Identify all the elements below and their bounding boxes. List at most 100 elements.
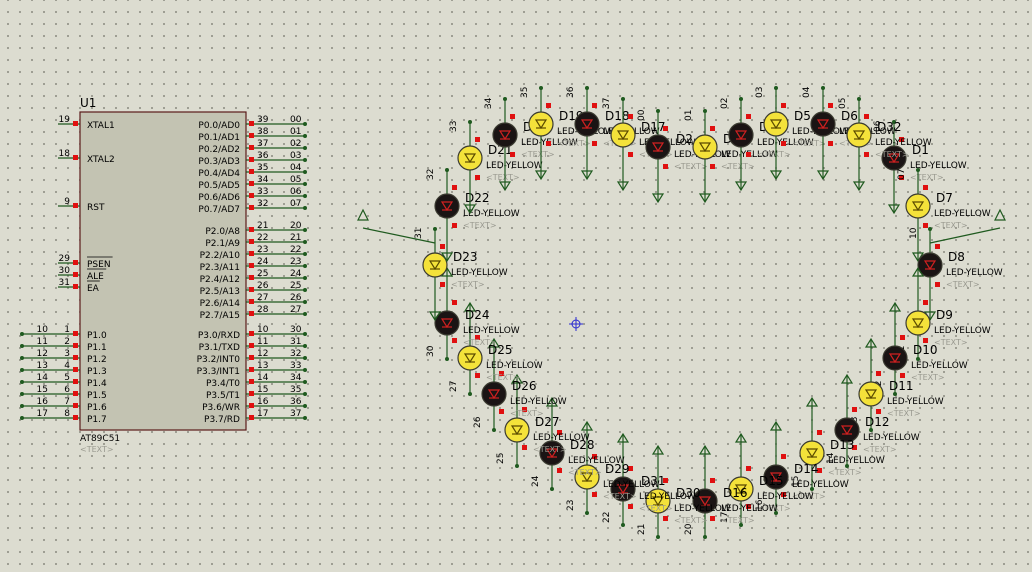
led-text-template: <TEXT> <box>568 468 602 477</box>
net-label: 03 <box>290 151 301 161</box>
pin-number: 8 <box>64 409 70 419</box>
mcu-body[interactable] <box>79 111 247 431</box>
led-body-icon[interactable] <box>882 345 908 371</box>
pin-marker <box>73 260 78 265</box>
led-body-icon[interactable] <box>481 381 507 407</box>
led-net-label: 25 <box>496 453 506 464</box>
led-net-label: 06 <box>873 120 883 132</box>
led-ref-label: D17 <box>641 120 666 134</box>
power-terminal-icon <box>580 420 594 431</box>
led-net-label: 37 <box>602 98 612 109</box>
led-net-label: 02 <box>720 98 730 109</box>
led-body-icon[interactable] <box>917 252 943 278</box>
led-value-label: LED-YELLOW <box>639 492 696 502</box>
pin-marker <box>935 244 940 249</box>
net-junction <box>869 428 873 432</box>
led-body-icon[interactable] <box>574 464 600 490</box>
net-junction <box>550 487 554 491</box>
led-body-icon[interactable] <box>645 488 671 514</box>
led-body-icon[interactable] <box>434 310 460 336</box>
pin-marker <box>663 478 668 483</box>
led-body-icon[interactable] <box>692 134 718 160</box>
pin-marker <box>440 282 445 287</box>
led-net-label: 01 <box>684 110 694 121</box>
net-label: 22 <box>290 245 301 255</box>
led-body-icon[interactable] <box>539 440 565 466</box>
led-body-icon[interactable] <box>422 252 448 278</box>
led-body-icon[interactable] <box>810 111 836 137</box>
pin-marker <box>249 181 254 186</box>
led-body-icon[interactable] <box>457 345 483 371</box>
led-body-icon[interactable] <box>492 122 518 148</box>
led-body-icon[interactable] <box>610 122 636 148</box>
led-body-icon[interactable] <box>763 464 789 490</box>
led-ref-label: D11 <box>889 379 914 393</box>
power-terminal-icon <box>545 396 559 407</box>
pin-marker <box>510 114 515 119</box>
led-text-template: <TEXT> <box>757 150 791 159</box>
net-junction <box>20 368 24 372</box>
pin-marker <box>900 373 905 378</box>
led-body-icon[interactable] <box>574 111 600 137</box>
led-body-icon[interactable] <box>457 145 483 171</box>
net-label: 27 <box>290 305 301 315</box>
led-ref-label: D30 <box>676 486 701 500</box>
led-body-icon[interactable] <box>905 310 931 336</box>
net-label: 06 <box>290 187 302 197</box>
led-body-icon[interactable] <box>728 476 754 502</box>
led-net-label: 32 <box>426 169 436 180</box>
led-body-icon[interactable] <box>834 417 860 443</box>
led-text-template: <TEXT> <box>934 221 968 230</box>
led-text-template: <TEXT> <box>863 445 897 454</box>
diode-symbol-icon <box>498 130 512 141</box>
led-body-icon[interactable] <box>610 476 636 502</box>
mcu-component[interactable]: U1 19XTAL118XTAL29RST29PSEN30ALE31EA1P1.… <box>20 96 307 454</box>
pin-label: P3.4/T0 <box>206 379 240 389</box>
led-d5[interactable]: 03D5LED-YELLOW<TEXT> <box>755 86 849 181</box>
net-junction <box>303 170 307 174</box>
led-body-icon[interactable] <box>881 145 907 171</box>
led-body-icon[interactable] <box>763 111 789 137</box>
led-body-icon[interactable] <box>799 440 825 466</box>
pin-marker <box>710 126 715 131</box>
led-text-template: <TEXT> <box>463 221 497 230</box>
led-body-icon[interactable] <box>728 122 754 148</box>
led-text-template: <TEXT> <box>639 504 673 513</box>
led-body-icon[interactable] <box>504 417 530 443</box>
led-body-icon[interactable] <box>858 381 884 407</box>
led-body-icon[interactable] <box>905 193 931 219</box>
led-body-icon[interactable] <box>434 193 460 219</box>
pin-marker <box>249 355 254 360</box>
pin-marker <box>249 379 254 384</box>
led-body-icon[interactable] <box>528 111 554 137</box>
net-junction <box>303 300 307 304</box>
led-ring: 06D1LED-YELLOW<TEXT>07D7LED-YELLOW<TEXT>… <box>357 86 1006 539</box>
led-body-icon[interactable] <box>846 122 872 148</box>
net-junction <box>20 332 24 336</box>
pin-label: XTAL2 <box>87 155 115 165</box>
led-body-icon[interactable] <box>692 488 718 514</box>
led-body-icon[interactable] <box>645 134 671 160</box>
pin-marker <box>249 263 254 268</box>
pin-number: 17 <box>257 409 268 419</box>
